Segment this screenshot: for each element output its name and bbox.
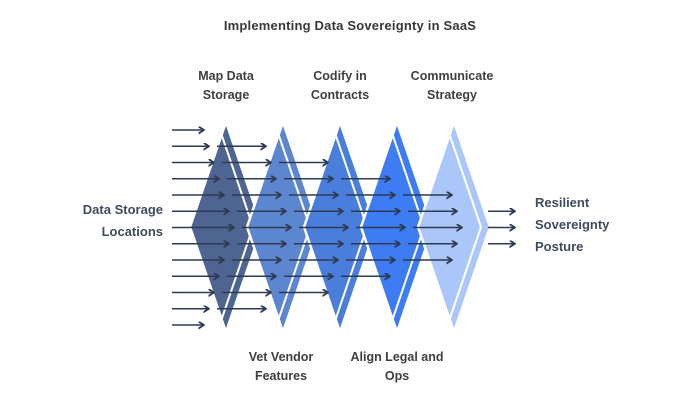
input-label: Data Storage Locations xyxy=(82,202,163,239)
flow-arrows xyxy=(172,130,515,325)
stage-label-communicate-strategy: Communicate Strategy xyxy=(410,69,494,102)
stage-label-vet-vendor-features: Vet Vendor Features xyxy=(248,350,314,383)
stage-label-align-legal-and-ops: Align Legal and Ops xyxy=(350,350,444,383)
diamond-bevel-line xyxy=(448,132,483,322)
diagram-title: Implementing Data Sovereignty in SaaS xyxy=(223,18,477,33)
stage-label-codify-in-contracts: Codify in Contracts xyxy=(310,69,370,102)
output-label: Resilient Sovereignty Posture xyxy=(535,195,610,254)
stage-label-map-data-storage: Map Data Storage xyxy=(198,69,254,102)
